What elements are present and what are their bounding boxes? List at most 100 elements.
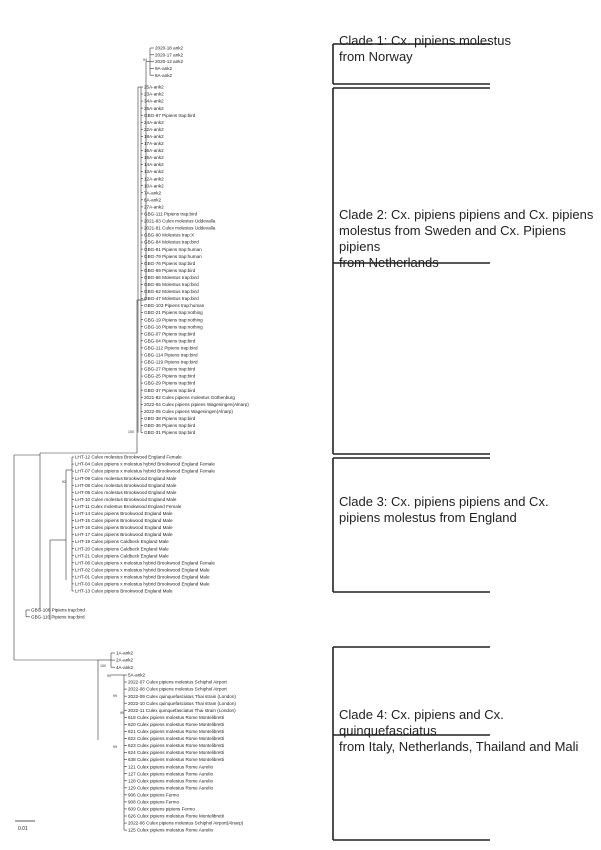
leaf-label: GBG-27 Pipiens trap:bird <box>144 367 196 372</box>
leaf-label: GBG-90 Molestus trap:X <box>144 233 194 238</box>
leaf-label: GBG-19 Pipiens trap:nothing <box>144 317 203 322</box>
leaf-label: GBG-106 Pipiens trap:bird <box>31 608 85 613</box>
leaf-label: GBG-62 Molestus trap:bird <box>144 289 199 294</box>
leaf-label: LHT-11 Culex molestus Brookwood England … <box>75 504 182 509</box>
leaf-label: 14A-ank2 <box>144 162 164 167</box>
bootstrap-label: 99 <box>120 711 124 715</box>
leaf-label: 25A-ank2 <box>144 85 164 90</box>
leaf-label: 2020-18 ank2 <box>155 46 184 51</box>
leaf-label: 18A-ank2 <box>144 134 164 139</box>
leaf-label: LHT-14 Culex pipiens Brookwood England M… <box>75 511 173 516</box>
leaf-label: 125 Culex pipiens molestus Rome Aurelio <box>128 828 213 833</box>
leaf-label: 2021-81 Culex molestus Uddevalla <box>144 226 216 231</box>
leaf-label: GBG-38 Pipiens trap:bird <box>144 416 196 421</box>
leaf-label: GBG-110 Pipiens trap:bird <box>31 614 85 619</box>
leaf-label: 22A-ank2 <box>144 127 164 132</box>
leaf-label: LHT-15 Culex pipiens Brookwood England M… <box>75 518 173 523</box>
leaf-label: 128 Culex pipiens molestus Rome Aurelio <box>128 778 213 783</box>
leaf-label: 621 Culex pipiens molestus Rome Montelib… <box>128 729 224 734</box>
leaf-label: 2020-12 ank2 <box>155 59 184 64</box>
leaf-label: LHT-21 Culex pipiens Caldbeck England Ma… <box>75 553 169 558</box>
leaf-label: GBG-69 Pipiens trap:bird <box>144 268 196 273</box>
leaf-label: GBG-65 Molestus trap:bird <box>144 282 199 287</box>
leaf-label: 27A-ank2 <box>144 204 164 209</box>
leaf-label: LHT-16 Culex pipiens Brookwood England M… <box>75 525 173 530</box>
leaf-label: 2021-82 Culex pipiens molestus Gothenbur… <box>144 395 235 400</box>
leaf-label: GBG-07 Pipiens trap:bird <box>144 331 196 336</box>
leaf-label: 1A-ank2 <box>116 651 134 656</box>
tree-branches <box>13 47 154 831</box>
clade-1-label: Clade 1: Cx. pipiens molestus from Norwa… <box>339 33 511 65</box>
leaf-label: GBG-18 Pipiens trap:nothing <box>144 324 203 329</box>
leaf-label: 9A-ank2 <box>155 66 173 71</box>
clade-3-label: Clade 3: Cx. pipiens pipiens and Cx. pip… <box>339 494 549 526</box>
leaf-label: 2022-07 Culex pipiens molestus Schiphol … <box>128 680 228 685</box>
bootstrap-label: 100 <box>128 430 134 434</box>
leaf-label: 906 Culex pipiens Fermo <box>128 792 180 797</box>
leaf-label: GBG-66 Molestus trap:bird <box>144 275 199 280</box>
leaf-label: 127 Culex pipiens molestus Rome Aurelio <box>128 771 213 776</box>
leaf-label: LHT-20 Culex pipiens Caldbeck England Ma… <box>75 546 169 551</box>
leaf-label: LHT-10 Culex molestus Brookwood England … <box>75 497 177 502</box>
leaf-label: LHT-12 Culex molestus Brookwood England … <box>75 455 182 460</box>
bootstrap-label: 99 <box>113 745 117 749</box>
bootstrap-label: 99 <box>107 674 111 678</box>
clade-2-label-line: from Netherlands <box>339 255 439 270</box>
leaf-label: 121 Culex pipiens molestus Rome Aurelio <box>128 764 213 769</box>
clade-2-label-line: Clade 2: Cx. pipiens pipiens and Cx. pip… <box>339 207 594 222</box>
clade-brackets <box>332 43 490 841</box>
leaf-label: 4A-ank2 <box>116 665 134 670</box>
leaf-label: 23A-ank2 <box>144 92 164 97</box>
leaf-label: 6A-ank2 <box>144 197 162 202</box>
leaf-label: GBG-25 Pipiens trap:bird <box>144 374 196 379</box>
leaf-label: LHT-04 Culex pipiens x molestus hybrid B… <box>75 462 215 467</box>
clade-1-label-line: from Norway <box>339 49 413 64</box>
leaf-label: 15A-ank2 <box>144 155 164 160</box>
leaf-label: LHT-08 Culex molestus Brookwood England … <box>75 483 177 488</box>
leaf-label: 2022-04 Culex pipiens pipiens Wageningen… <box>144 402 249 407</box>
leaf-label: LHT-19 Culex pipiens Caldbeck England Ma… <box>75 539 169 544</box>
clade-3-label-line: Clade 3: Cx. pipiens pipiens and Cx. <box>339 494 549 509</box>
leaf-label: 626 Culex pipiens molestus Rome Montelib… <box>128 814 224 819</box>
leaf-label: GBG-31 Pipiens trap:bird <box>144 430 196 435</box>
leaf-label: GBG-47 Molestus trap:bird <box>144 296 199 301</box>
leaf-label: 2022-06 Culex pipiens molestus Schiphol … <box>128 821 244 826</box>
leaf-label: LHT-02 Culex pipiens x molestus hybrid B… <box>75 567 210 572</box>
leaf-label: GBG-21 Pipiens trap:nothing <box>144 310 203 315</box>
clade-4-label: Clade 4: Cx. pipiens and Cx. quinquefasc… <box>339 707 601 755</box>
leaf-label: 2022-10 Culex quinquefasciatus Thai stra… <box>128 701 236 706</box>
leaf-label: 622 Culex pipiens molestus Rome Montelib… <box>128 736 224 741</box>
leaf-label: 13A-ank2 <box>144 169 164 174</box>
clade-1-label-line: Clade 1: Cx. pipiens molestus <box>339 33 511 48</box>
leaf-label: LHT-03 Culex pipiens x molestus hybrid B… <box>75 582 210 587</box>
leaf-label: 618 Culex pipiens molestus Rome Montelib… <box>128 715 224 720</box>
leaf-label: GBG-29 Pipiens trap:bird <box>144 381 196 386</box>
leaf-label: LHT-06 Culex pipiens x molestus hybrid B… <box>75 560 215 565</box>
leaf-label: 2022-09 Culex quinquefasciatus Thai stra… <box>128 694 236 699</box>
leaf-label: 12A-ank2 <box>144 176 164 181</box>
leaf-label: 908 Culex pipiens Fermo <box>128 800 180 805</box>
leaf-label: GBG-112 Pipiens trap:bird <box>144 345 198 350</box>
leaf-label: GBG-114 Pipiens trap:bird <box>144 353 198 358</box>
clade-4-label-line: Clade 4: Cx. pipiens and Cx. quinquefasc… <box>339 707 504 738</box>
leaf-label: 7A-ank2 <box>144 190 162 195</box>
leaf-label: 2022-08 Culex pipiens molestus Schiphol … <box>128 687 228 692</box>
leaf-label: GBG-37 Pipiens trap:bird <box>144 388 196 393</box>
leaf-label: 2022-05 Culex pipiens Wageningen(Alnarp) <box>144 409 233 414</box>
leaf-label: 609 Culex pipiens pipiens Fermo <box>128 807 195 812</box>
scale-bar-label: 0.01 <box>18 826 28 832</box>
leaf-label: 2A-ank2 <box>116 658 134 663</box>
leaf-label: 2020-17 ank2 <box>155 52 184 57</box>
clade-2-label-line: molestus from Sweden and Cx. Pipiens pip… <box>339 223 566 254</box>
leaf-label: GBG-36 Pipiens trap:bird <box>144 423 196 428</box>
leaf-label: 10A-ank2 <box>144 183 164 188</box>
leaf-label: GBG-119 Pipiens trap:bird <box>144 360 198 365</box>
leaf-label: GBG-103 Pipiens trap:human <box>144 303 205 308</box>
leaf-label: 35A-ank2 <box>144 106 164 111</box>
leaf-label: 17A-ank2 <box>144 141 164 146</box>
leaf-label: GBG-84 Molestus trap:bird <box>144 240 199 245</box>
leaf-label: 34A-ank2 <box>144 99 164 104</box>
leaf-label: 8A-ank2 <box>155 73 173 78</box>
leaf-label: 129 Culex pipiens molestus Rome Aurelio <box>128 785 213 790</box>
